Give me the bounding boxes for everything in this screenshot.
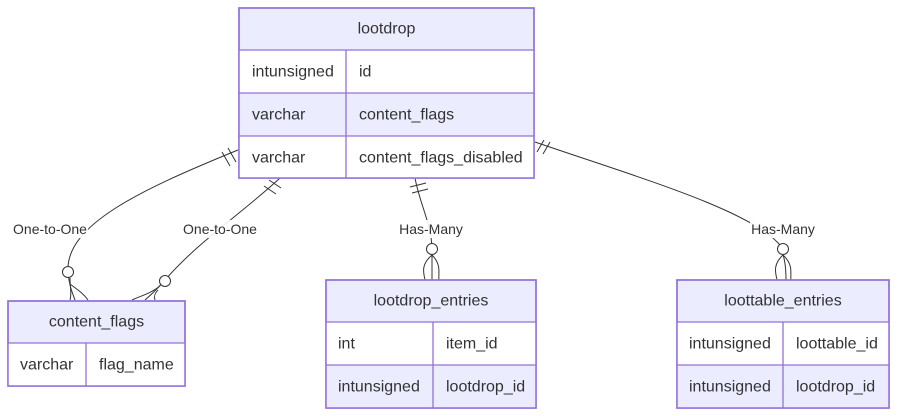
attribute-type: varchar [20, 357, 74, 374]
one-only-marker [263, 179, 282, 195]
entity-title: lootdrop_entries [374, 293, 489, 310]
attribute-type: intunsigned [338, 379, 420, 396]
attribute-name: flag_name [99, 357, 174, 374]
attribute-name: content_flags_disabled [359, 150, 523, 167]
attribute-name: id [359, 64, 371, 81]
attribute-name: lootdrop_id [796, 379, 875, 396]
attribute-type: int [338, 336, 355, 353]
attribute-name: loottable_id [796, 336, 878, 353]
entity-lootdrop-entries: lootdrop_entries int item_id intunsigned… [325, 279, 537, 409]
attribute-type: varchar [252, 150, 306, 167]
entity-title: lootdrop [358, 21, 416, 38]
relationship-labels: One-to-One One-to-One Has-Many Has-Many [12, 220, 816, 238]
attribute-type: intunsigned [252, 64, 334, 81]
entity-title: loottable_entries [724, 293, 841, 310]
attribute-type: intunsigned [689, 379, 771, 396]
zero-or-many-marker [775, 243, 792, 281]
relationship-label: Has-Many [399, 221, 463, 237]
relationship-markers [62, 139, 792, 301]
zero-or-many-marker [131, 275, 171, 301]
relationship-label: Has-Many [751, 221, 815, 237]
one-only-marker [409, 182, 429, 194]
attribute-name: lootdrop_id [446, 379, 525, 396]
rel-line-lootdrop-content-flags-2 [144, 177, 281, 301]
one-only-marker [536, 139, 551, 155]
attribute-name: item_id [446, 336, 498, 353]
entity-lootdrop: lootdrop intunsigned id varchar content_… [238, 7, 535, 179]
rel-line-lootdrop-loottable-entries [534, 141, 787, 281]
attribute-type: varchar [252, 107, 306, 124]
one-only-marker [221, 147, 237, 167]
entity-loottable-entries: loottable_entries intunsigned loottable_… [676, 279, 890, 409]
relationship-label: One-to-One [13, 221, 87, 237]
attribute-name: content_flags [359, 107, 454, 124]
zero-or-many-marker [423, 243, 440, 281]
relationship-label: One-to-One [183, 221, 257, 237]
zero-or-many-marker [62, 266, 89, 301]
entity-title: content_flags [49, 314, 144, 331]
entity-content-flags: content_flags varchar flag_name [7, 300, 186, 387]
attribute-type: intunsigned [689, 336, 771, 353]
